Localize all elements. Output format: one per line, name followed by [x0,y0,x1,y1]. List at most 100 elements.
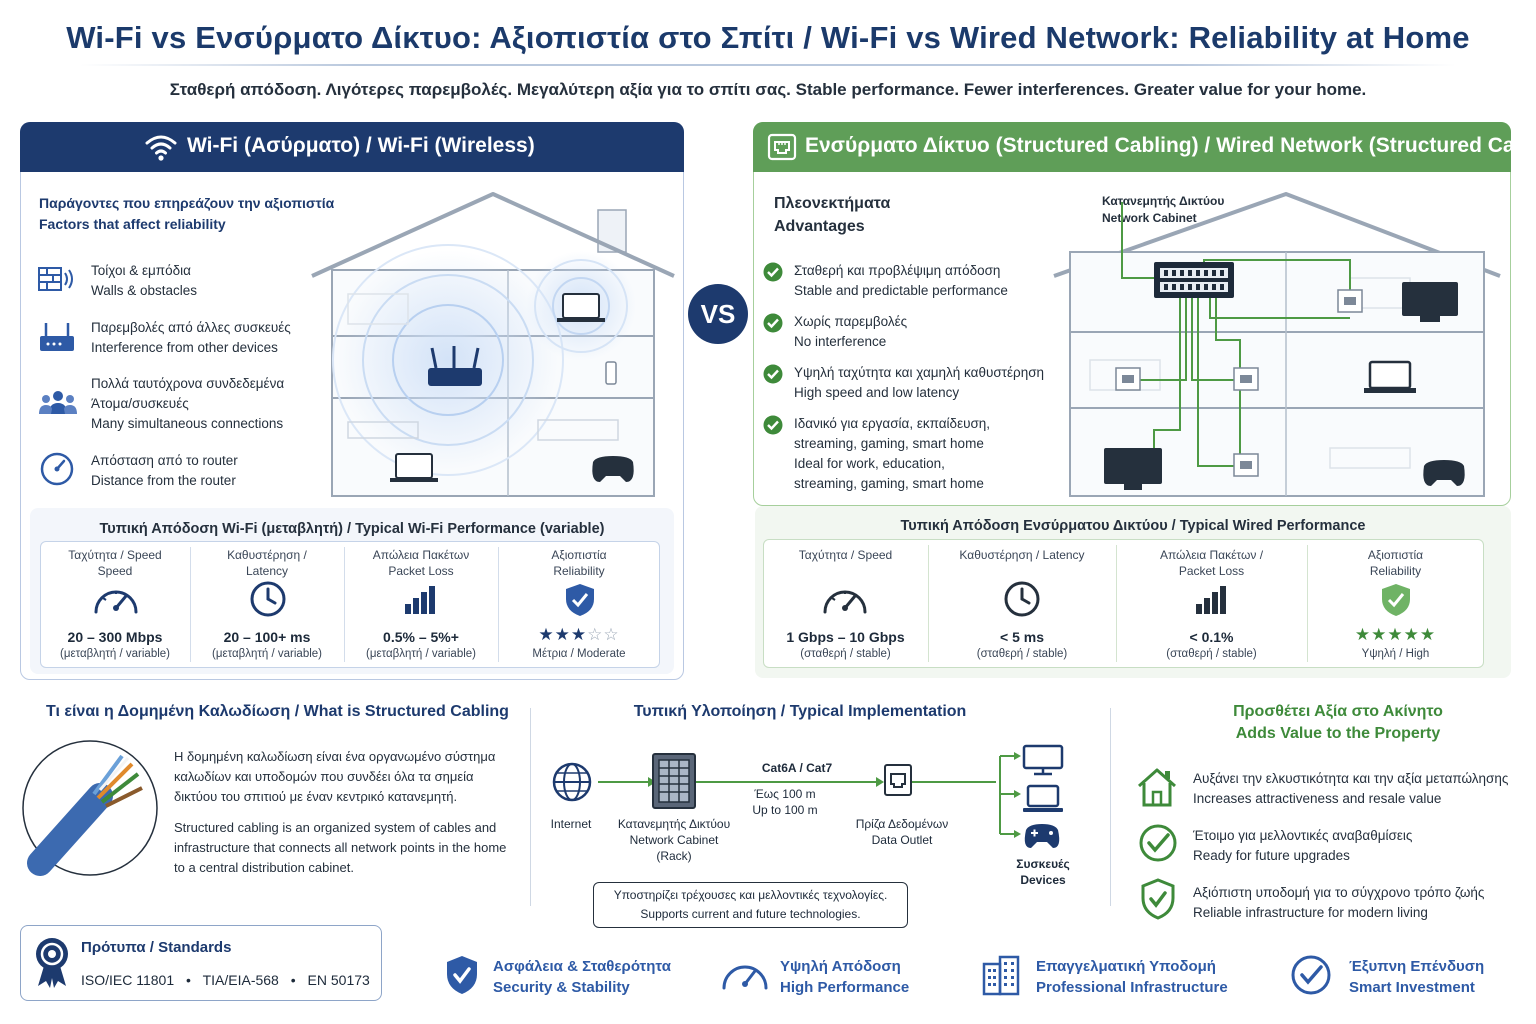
wifi-icon [145,135,177,161]
wifi-factor-walls: Τοίχοι & εμπόδια Walls & obstacles [91,263,198,298]
shield-check-icon [1382,584,1410,616]
star-icon: ★ [1387,625,1404,644]
wired-advantages-heading-gr: Πλεονεκτήματα [774,195,891,212]
wired-house-illustration [1053,192,1501,497]
page-title: Wi-Fi vs Ενσύρματο Δίκτυο: Αξιοπιστία στ… [66,20,1470,55]
device-branch-lines [999,752,1021,838]
devices-label: Συσκευές Devices [1016,857,1070,887]
wired-perf-speed: Ταχύτητα / Speed [798,548,893,562]
star-icon: ★ [1403,625,1420,644]
wifi-factors-heading-gr: Παράγοντες που επηρεάζουν την αξιοπιστία [39,195,335,211]
wifi-panel-title: Wi-Fi (Ασύρματο) / Wi-Fi (Wireless) [187,134,535,157]
ethernet-port-icon [767,133,797,161]
wired-perf-packet-loss: Απώλεια Πακέτων / Packet Loss [1159,548,1264,578]
wifi-reliability-sub: Μέτρια / Moderate [532,648,626,660]
wifi-perf-latency: Καθυστέρηση / Latency [227,548,307,578]
check-icon [763,262,783,282]
wifi-factors-heading: Παράγοντες που επηρεάζουν την αξιοπιστία… [39,193,334,235]
wired-advantages-heading-en: Advantages [774,218,865,235]
wired-performance-title: Τυπική Απόδοση Ενσύρματου Δικτύου / Typi… [900,518,1366,534]
data-outlet-icon [884,764,912,796]
standards-box [20,925,382,1001]
network-cabinet-icon [652,753,696,809]
wired-packet-loss-value: < 0.1% [1189,629,1234,645]
check-icon [763,415,783,435]
house-icon [1138,768,1176,807]
implementation-heading: Τυπική Υλοποίηση / Typical Implementatio… [633,703,967,720]
wifi-performance-title: Τυπική Απόδοση Wi-Fi (μεταβλητή) / Typic… [99,521,605,537]
distance-label: Έως 100 m Up to 100 m [752,787,818,817]
divider [1116,545,1117,662]
cable-illustration [22,740,158,876]
wifi-perf-reliability: Αξιοπιστία Reliability [551,548,607,578]
wired-advantages-heading: Πλεονεκτήματα Advantages [774,192,890,238]
standards-heading: Πρότυπα / Standards [81,939,232,956]
wired-latency-value: < 5 ms [1000,629,1044,645]
feature-infrastructure: Επαγγελματική Υποδομή Professional Infra… [1036,958,1228,996]
wired-perf-reliability: Αξιοπιστία Reliability [1367,548,1424,578]
wifi-factor-distance: Απόσταση από το router Distance from the… [91,453,238,488]
shield-check-icon [447,956,477,994]
wired-perf-latency: Καθυστέρηση / Latency [959,548,1085,562]
implementation-flow [598,777,996,787]
building-icon [982,955,1020,996]
what-is-heading: Τι είναι η Δομημένη Καλωδίωση / What is … [46,703,509,720]
bar-chart-icon [405,586,435,614]
feature-performance: Υψηλή Απόδοση High Performance [780,958,910,996]
wifi-house-illustration [311,192,675,497]
globe-icon [552,762,592,802]
value-item-resale: Αυξάνει την ελκυστικότητα και την αξία μ… [1193,771,1509,806]
wifi-perf-packet-loss: Απώλεια Πακέτων Packet Loss [372,548,470,578]
wifi-latency-value: 20 – 100+ ms [223,629,311,645]
shield-check-icon [1141,878,1175,920]
wifi-packet-loss-value: 0.5% – 5%+ [383,629,459,645]
check-icon [763,313,783,333]
wired-packet-loss-sub: (σταθερή / stable) [1166,648,1257,660]
star-empty-icon: ☆ [587,625,604,644]
speedometer-icon [94,590,138,614]
wired-panel-header [753,122,1511,172]
wifi-speed-value: 20 – 300 Mbps [67,629,163,645]
wifi-speed-sub: (μεταβλητή / variable) [60,648,170,660]
wired-advantage-ideal: Ιδανικό για εργασία, εκπαίδευση, streami… [794,416,991,491]
wired-reliability-sub: Υψηλή / High [1361,648,1430,660]
clock-icon [250,581,286,617]
wired-advantage-speed: Υψηλή ταχύτητα και χαμηλή καθυστέρηση Hi… [794,365,1045,400]
wired-speed-sub: (σταθερή / stable) [800,648,891,660]
users-icon [39,391,77,414]
wifi-factor-interference: Παρεμβολές από άλλες συσκευές Interferen… [91,320,291,355]
wall-signal-icon [38,267,73,291]
wired-reliability-stars: ★★★★★ [1307,625,1484,645]
wifi-factors-heading-en: Factors that affect reliability [39,216,226,232]
wired-panel-title: Ενσύρματο Δίκτυο (Structured Cabling) / … [805,134,1536,157]
what-is-paragraph-gr: Η δομημένη καλωδίωση είναι ένα οργανωμέν… [174,749,496,804]
wired-speed-value: 1 Gbps – 10 Gbps [786,629,905,645]
star-icon: ★ [570,625,588,644]
laptop-icon [1023,784,1063,812]
support-note-box: Υποστηρίζει τρέχουσες και μελλοντικές τε… [593,882,908,928]
clock-icon [1004,581,1040,617]
check-icon [763,364,783,384]
divider [190,547,191,662]
wifi-performance-table [40,541,660,668]
value-item-reliable: Αξιόπιστη υποδομή για το σύγχρονο τρόπο … [1193,885,1485,920]
internet-label: Internet [550,817,592,831]
star-icon: ★ [1371,625,1388,644]
star-icon: ★ [554,625,571,644]
speedometer-icon [823,590,867,614]
section-divider [1110,708,1111,906]
speedometer-icon [722,965,768,990]
divider [928,545,929,662]
router-icon [40,323,74,351]
gauge-icon [40,452,74,486]
star-icon: ★ [1354,625,1372,644]
data-outlet-label: Πρίζα Δεδομένων Data Outlet [855,817,949,847]
star-icon: ★ [538,625,555,644]
bar-chart-icon [1196,586,1226,614]
support-note-en: Supports current and future technologies… [640,907,861,921]
vs-badge: VS [688,284,748,344]
shield-check-icon [566,584,594,616]
divider [344,547,345,662]
wired-performance-table [763,539,1484,668]
cabinet-label: Κατανεμητής Δικτύου Network Cabinet (Rac… [617,817,731,863]
